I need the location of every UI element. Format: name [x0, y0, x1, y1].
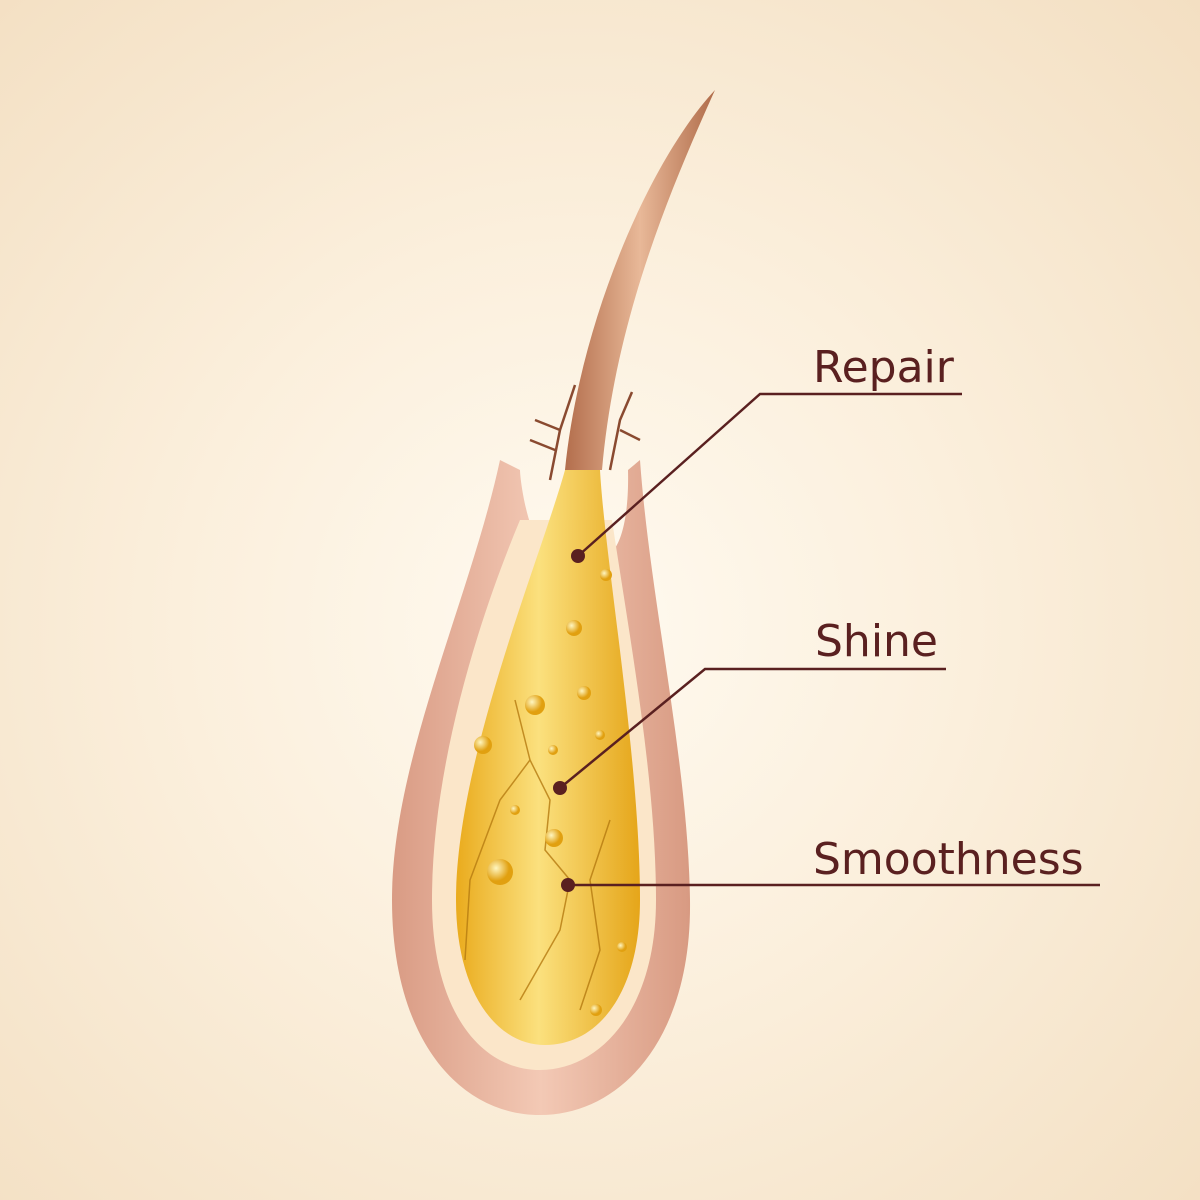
label-smoothness: Smoothness	[813, 834, 1084, 885]
callout-dot-repair	[571, 549, 585, 563]
callout-dot-smoothness	[561, 878, 575, 892]
label-repair: Repair	[813, 342, 954, 393]
callout-dot-shine	[553, 781, 567, 795]
damaged-fibers	[529, 384, 641, 481]
cracks	[464, 699, 611, 1011]
callout-repair	[577, 392, 962, 557]
callout-shine	[559, 667, 946, 789]
oil-core	[456, 470, 640, 1045]
label-shine: Shine	[815, 616, 938, 667]
hair-strand	[565, 90, 715, 470]
oil-bubbles	[474, 569, 627, 1016]
